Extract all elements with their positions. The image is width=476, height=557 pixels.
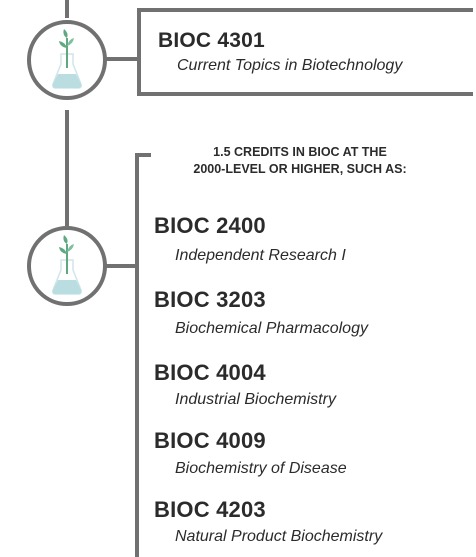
- group-heading-line2: 2000-LEVEL OR HIGHER, SUCH AS:: [193, 162, 407, 176]
- flask-sprout-icon: [27, 20, 107, 100]
- group-heading-line1: 1.5 CREDITS IN BIOC AT THE: [213, 145, 387, 159]
- course-code: BIOC 4004: [154, 360, 266, 385]
- top-course-code: BIOC 4301: [158, 29, 265, 52]
- course-title: Natural Product Biochemistry: [175, 528, 383, 545]
- group-bracket-top: [135, 153, 151, 157]
- icon1-connector: [103, 57, 138, 61]
- timeline-connector-top: [65, 0, 69, 18]
- course-title: Biochemical Pharmacology: [175, 320, 368, 337]
- group-heading: 1.5 CREDITS IN BIOC AT THE 2000-LEVEL OR…: [150, 144, 450, 178]
- icon2-connector: [103, 264, 135, 268]
- timeline-connector-middle: [65, 110, 69, 226]
- course-title: Industrial Biochemistry: [175, 391, 336, 408]
- course-title: Biochemistry of Disease: [175, 460, 347, 477]
- course-code: BIOC 4009: [154, 428, 266, 453]
- course-code: BIOC 2400: [154, 213, 266, 238]
- course-code: BIOC 3203: [154, 287, 266, 312]
- top-course-title: Current Topics in Biotechnology: [177, 57, 403, 74]
- flask-sprout-icon: [27, 226, 107, 306]
- course-title: Independent Research I: [175, 247, 346, 264]
- group-bracket-left: [135, 153, 139, 557]
- top-course-box: [137, 8, 473, 96]
- course-code: BIOC 4203: [154, 497, 266, 522]
